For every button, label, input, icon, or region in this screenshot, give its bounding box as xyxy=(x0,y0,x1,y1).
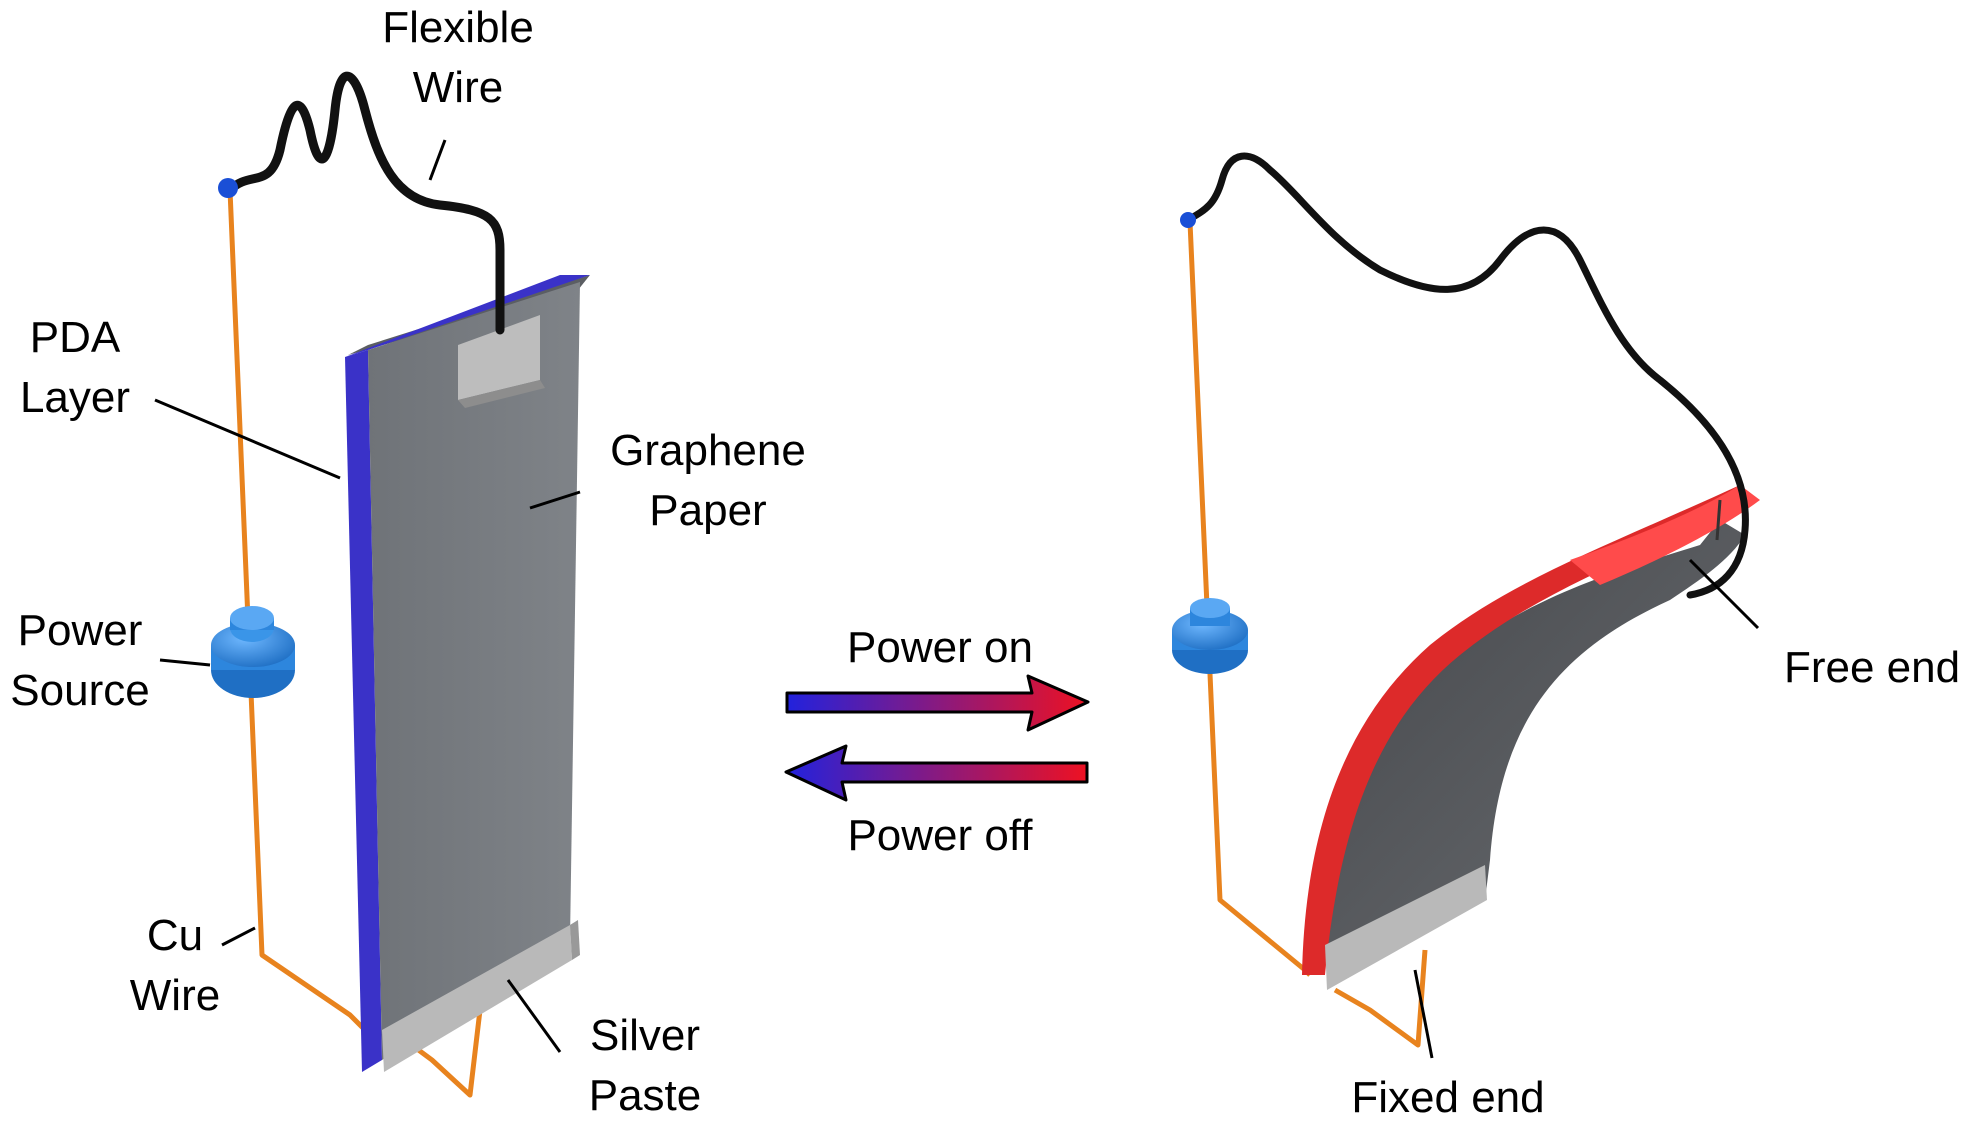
right-device xyxy=(1172,152,1760,1048)
silver-paste-top xyxy=(458,315,540,400)
label-free-end: Free end xyxy=(1784,643,1960,692)
label-silver-paste-1: Silver xyxy=(590,1011,700,1060)
label-cu-wire-1: Cu xyxy=(147,911,203,960)
terminal-left xyxy=(218,178,238,198)
leader-cu-wire xyxy=(221,926,256,947)
silver-paste-bottom-end xyxy=(570,920,580,960)
power-off-arrow xyxy=(784,744,1089,802)
label-flexible-wire-2: Wire xyxy=(413,63,503,112)
label-pda-layer-1: PDA xyxy=(30,313,121,362)
graphene-paper xyxy=(368,282,580,1060)
leader-graphene-paper xyxy=(529,490,581,510)
label-pda-layer-2: Layer xyxy=(20,373,130,422)
pda-layer xyxy=(345,350,382,1072)
label-silver-paste-2: Paste xyxy=(589,1071,702,1120)
leader-lines xyxy=(154,139,1760,1059)
power-source-left xyxy=(211,606,295,698)
pda-layer-heated xyxy=(1302,485,1755,975)
label-graphene-paper-2: Paper xyxy=(649,486,766,535)
leader-pda-layer xyxy=(154,398,341,480)
label-flexible-wire-1: Flexible xyxy=(382,3,534,52)
label-graphene-paper-1: Graphene xyxy=(610,426,806,475)
flexible-wire-right xyxy=(1184,152,1749,599)
leader-free-end xyxy=(1688,558,1760,630)
label-power-on: Power on xyxy=(847,623,1033,672)
bent-graphene xyxy=(1325,520,1745,950)
pda-layer-heated-top xyxy=(1570,485,1760,585)
leader-silver-paste xyxy=(506,979,562,1053)
label-power-off: Power off xyxy=(847,811,1033,860)
silver-paste-top-shadow xyxy=(458,380,545,408)
flexible-wire-left xyxy=(225,71,505,335)
power-on-arrow xyxy=(785,674,1090,732)
terminal-right xyxy=(1180,212,1196,228)
silver-paste-bottom xyxy=(382,925,572,1072)
pda-layer-top-edge xyxy=(345,275,590,357)
label-cu-wire-2: Wire xyxy=(130,971,220,1020)
cu-wire-left xyxy=(227,189,367,1032)
label-fixed-end: Fixed end xyxy=(1351,1073,1544,1122)
labels: Flexible Wire PDA Layer Graphene Paper P… xyxy=(10,3,1960,1122)
power-source-right xyxy=(1172,598,1248,674)
silver-paste-bottom-right xyxy=(1325,865,1487,990)
leader-power-source xyxy=(159,658,211,667)
leader-fixed-end xyxy=(1413,969,1434,1059)
label-power-source-1: Power xyxy=(18,606,143,655)
left-device xyxy=(211,71,590,1098)
leader-flexible-wire xyxy=(428,139,447,181)
label-power-source-2: Source xyxy=(10,666,149,715)
arrows xyxy=(784,674,1090,802)
